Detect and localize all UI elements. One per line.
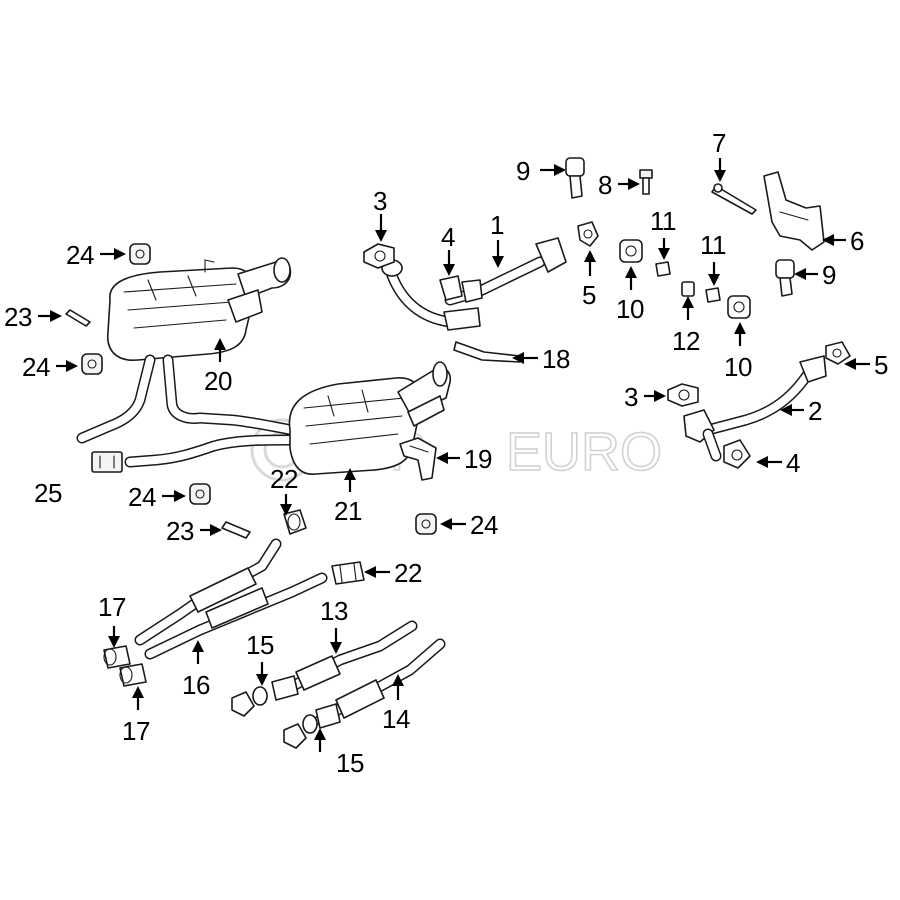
- leader-arrows: [38, 158, 870, 752]
- part-3-gasket-top: [363, 243, 395, 269]
- callout-5-top: 5: [582, 280, 596, 310]
- callout-3-right: 3: [624, 382, 638, 412]
- part-4-gasket-right: [723, 439, 751, 469]
- part-20-rear-muffler: [107, 257, 292, 361]
- part-22-clamp-right: [331, 561, 365, 585]
- callout-9-right: 9: [822, 260, 836, 290]
- callout-4-right: 4: [786, 448, 800, 478]
- callout-6: 6: [850, 226, 864, 256]
- callout-10-bottom: 10: [724, 352, 752, 382]
- part-5-gasket-right: [825, 341, 851, 365]
- part-24-hanger-b: [81, 353, 103, 375]
- callout-5-right: 5: [874, 350, 888, 380]
- part-23-pin-bottom: [221, 521, 251, 539]
- callout-17-bottom: 17: [122, 716, 150, 746]
- callout-10-top: 10: [616, 294, 644, 324]
- callout-25: 25: [34, 478, 62, 508]
- callout-23-bottom: 23: [166, 516, 194, 546]
- callout-9-top: 9: [516, 156, 530, 186]
- part-1-front-pipe: [381, 237, 567, 331]
- part-5-gasket-top: [577, 221, 599, 247]
- part-10-mount-top: [619, 239, 643, 263]
- part-15-gasket-bottom: [283, 714, 318, 749]
- callout-12: 12: [672, 326, 700, 356]
- callout-4-top: 4: [441, 222, 455, 252]
- part-10-mount-bottom: [727, 295, 751, 319]
- callout-18: 18: [542, 344, 570, 374]
- part-19-hanger-bracket: [399, 437, 437, 481]
- part-9-hanger-top: [565, 157, 585, 199]
- callout-21: 21: [334, 496, 362, 526]
- callout-15-top: 15: [246, 630, 274, 660]
- callout-24-d: 24: [470, 510, 498, 540]
- callout-20: 20: [204, 366, 232, 396]
- part-13-pipe-lower: [271, 620, 418, 701]
- part-17-clamp-bottom: [119, 663, 147, 687]
- callout-15-bottom: 15: [336, 748, 364, 778]
- part-15-gasket-top: [231, 686, 268, 717]
- part-23-pin-top: [65, 309, 91, 327]
- callout-23-top: 23: [4, 302, 32, 332]
- part-2-front-pipe-right: [683, 355, 827, 462]
- part-18-bracket-rod: [453, 341, 521, 363]
- part-16-intermediate-pipe: [134, 538, 328, 660]
- part-17-clamp-top: [103, 645, 131, 669]
- callout-22-top: 22: [270, 464, 298, 494]
- part-14-pipe-lower: [314, 638, 446, 729]
- callout-17-top: 17: [98, 592, 126, 622]
- rear-pipes: [76, 354, 298, 468]
- callout-24-c: 24: [128, 482, 156, 512]
- callout-14: 14: [382, 704, 410, 734]
- part-24-hanger-d: [415, 513, 437, 535]
- part-7-long-bolt: [711, 183, 757, 215]
- callout-2: 2: [808, 396, 822, 426]
- callout-13: 13: [320, 596, 348, 626]
- part-25-tailpipe-hanger: [91, 451, 123, 473]
- part-21-center-muffler: [288, 361, 452, 475]
- callout-8: 8: [598, 170, 612, 200]
- part-3-gasket-right: [667, 383, 699, 407]
- callout-19: 19: [464, 444, 492, 474]
- part-11-nut-bottom: [705, 287, 721, 303]
- part-22-clamp-top: [283, 509, 307, 535]
- part-6-bracket: [763, 171, 825, 251]
- callout-7: 7: [712, 128, 726, 158]
- part-12-stud: [681, 281, 695, 297]
- part-11-nut-top: [655, 261, 671, 277]
- callout-11-bottom: 11: [700, 230, 726, 260]
- callout-11-top: 11: [650, 206, 676, 236]
- callout-22-right: 22: [394, 558, 422, 588]
- callout-1: 1: [490, 210, 504, 240]
- callout-24-b: 24: [22, 352, 50, 382]
- watermark-brand-right: EURO: [506, 422, 662, 482]
- part-24-hanger-a: [129, 243, 151, 265]
- callout-16: 16: [182, 670, 210, 700]
- part-9-hanger-right: [775, 259, 795, 297]
- part-8-bolt: [639, 169, 653, 195]
- part-24-hanger-c: [189, 483, 211, 505]
- callout-numbers: 1 2 3 3 4 4 5 5 6 7 8 9 9 10 10 11 11 12…: [4, 128, 889, 778]
- callout-24-a: 24: [66, 240, 94, 270]
- callout-3-top: 3: [373, 186, 387, 216]
